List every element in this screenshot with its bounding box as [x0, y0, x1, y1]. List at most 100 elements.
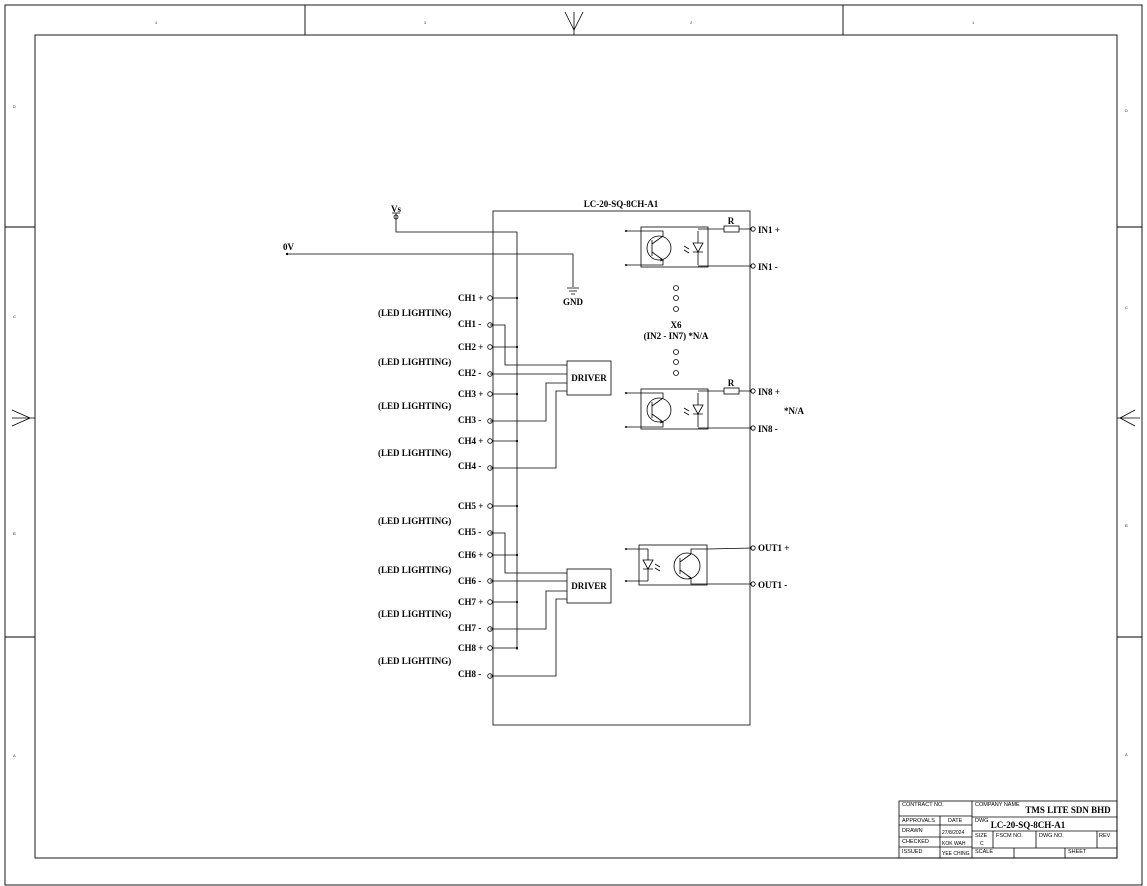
in8-minus-label: IN8 -	[758, 424, 778, 434]
date-label: DATE	[948, 818, 963, 824]
checked-by: KOK WAH	[942, 841, 966, 847]
fscm-label: FSCM NO.	[996, 833, 1023, 839]
zone-top-4: 1	[972, 20, 975, 25]
ch8-junction	[515, 646, 519, 650]
ch4-plus-terminal	[487, 438, 493, 444]
ch4-load-label: (LED LIGHTING)	[378, 448, 451, 458]
output-optocoupler: OUT1 + OUT1 -	[625, 543, 789, 590]
contract-no-label: CONTRACT NO.	[902, 802, 944, 808]
ch2-load-label: (LED LIGHTING)	[378, 357, 451, 367]
title-block: CONTRACT NO. COMPANY NAME TMS LITE SDN B…	[898, 800, 1118, 859]
ch6-junction	[515, 553, 519, 557]
phototransistor-1-icon	[646, 235, 672, 261]
scale-label: SCALE	[975, 849, 993, 855]
ch5-load-label: (LED LIGHTING)	[378, 516, 451, 526]
ground-symbol-icon	[567, 287, 579, 295]
repeat-indicator: X6 (IN2 - IN7) *N/A	[644, 285, 709, 376]
issued-label: ISSUED	[902, 849, 923, 855]
ch8-minus-label: CH8 -	[458, 669, 481, 679]
driver-1-label: DRIVER	[571, 373, 607, 383]
ch6-plus-label: CH6 +	[458, 550, 483, 560]
ch3-junction	[515, 392, 519, 396]
company-name: TMS LITE SDN BHD	[1025, 805, 1111, 815]
ch6-minus-label: CH6 -	[458, 576, 481, 586]
ch6-load-label: (LED LIGHTING)	[378, 565, 451, 575]
zone-right-4: A	[1125, 752, 1128, 757]
out1-minus-label: OUT1 -	[758, 580, 787, 590]
driver-1: DRIVER	[566, 360, 612, 396]
phototransistor-8-icon	[646, 397, 672, 423]
ch3-minus-label: CH3 -	[458, 415, 481, 425]
resistor-1-label: R	[728, 216, 735, 226]
rev-label: REV	[1099, 833, 1111, 839]
drawn-label: DRAWN	[902, 828, 923, 834]
ch1-plus-terminal	[487, 295, 493, 301]
vs-label: Vs	[391, 204, 401, 214]
size-label: SIZE	[975, 833, 988, 839]
input-optocoupler-8: R IN8 + IN8 - *N/A	[625, 378, 805, 434]
left-center-arrow-icon	[11, 409, 35, 427]
zone-left-3: B	[13, 531, 16, 536]
sheet-label: SHEET	[1068, 849, 1087, 855]
ch5-junction	[515, 504, 519, 508]
ch5-plus-terminal	[487, 503, 493, 509]
ch7-plus-label: CH7 +	[458, 597, 483, 607]
dwg-title: LC-20-SQ-8CH-A1	[991, 820, 1066, 830]
na-note: *N/A	[784, 406, 805, 416]
ch2-plus-label: CH2 +	[458, 342, 483, 352]
ch8-plus-terminal	[487, 645, 493, 651]
resistor-8-icon	[723, 387, 740, 395]
checked-label: CHECKED	[902, 839, 929, 845]
ch8-load-label: (LED LIGHTING)	[378, 656, 451, 666]
output-led-icon	[642, 559, 654, 570]
ch1-minus-label: CH1 -	[458, 319, 481, 329]
multiplier-label: X6	[671, 320, 682, 330]
input-range-note: (IN2 - IN7) *N/A	[644, 331, 709, 341]
led-8-icon	[692, 404, 704, 415]
driver-2-label: DRIVER	[571, 581, 607, 591]
module-block: LC-20-SQ-8CH-A1	[492, 199, 751, 726]
dwg-no-label: DWG NO.	[1039, 833, 1064, 839]
ch3-plus-label: CH3 +	[458, 389, 483, 399]
out1-plus-label: OUT1 +	[758, 543, 789, 553]
power-supply-wiring: Vs 0V GND	[283, 204, 584, 650]
ch1-plus-label: CH1 +	[458, 293, 483, 303]
in1-minus-label: IN1 -	[758, 262, 778, 272]
ch3-load-label: (LED LIGHTING)	[378, 401, 451, 411]
ch2-plus-terminal	[487, 344, 493, 350]
resistor-1-icon	[723, 225, 740, 233]
ch7-plus-terminal	[487, 599, 493, 605]
zero-v-label: 0V	[283, 242, 295, 252]
ch4-plus-label: CH4 +	[458, 436, 483, 446]
company-name-label: COMPANY NAME	[975, 802, 1020, 808]
channel-group-2: CH5 + (LED LIGHTING) CH5 - CH6 + (LED LI…	[378, 501, 483, 679]
drawn-date: 27/8/2024	[942, 830, 964, 836]
zone-top-1: 4	[155, 20, 158, 25]
border-zone-labels: 4 3 2 1 D C B A D C B A	[13, 20, 1128, 758]
zone-left-2: C	[13, 314, 16, 319]
ch4-minus-label: CH4 -	[458, 461, 481, 471]
ch6-plus-terminal	[487, 552, 493, 558]
channel-terminals	[487, 295, 519, 679]
ch1-load-label: (LED LIGHTING)	[378, 308, 451, 318]
issued-by: YEE CHING	[942, 851, 970, 857]
led-1-icon	[692, 242, 704, 253]
ch2-junction	[515, 345, 519, 349]
ch1-junction	[515, 296, 519, 300]
right-center-arrow-icon	[1117, 409, 1140, 427]
channel-group-1: CH1 + (LED LIGHTING) CH1 - CH2 + (LED LI…	[378, 293, 483, 471]
zone-top-3: 2	[690, 20, 693, 25]
in8-plus-label: IN8 +	[758, 387, 780, 397]
drawing-frame	[4, 4, 1143, 886]
module-title: LC-20-SQ-8CH-A1	[584, 199, 659, 209]
ch4-junction	[515, 439, 519, 443]
ch5-minus-label: CH5 -	[458, 527, 481, 537]
gnd-label: GND	[563, 297, 584, 307]
top-center-arrow-icon	[564, 11, 584, 35]
zone-top-2: 3	[424, 20, 427, 25]
input-optocoupler-1: R IN1 + IN1 -	[625, 216, 780, 272]
ch3-plus-terminal	[487, 391, 493, 397]
ch8-plus-label: CH8 +	[458, 643, 483, 653]
in1-plus-label: IN1 +	[758, 225, 780, 235]
